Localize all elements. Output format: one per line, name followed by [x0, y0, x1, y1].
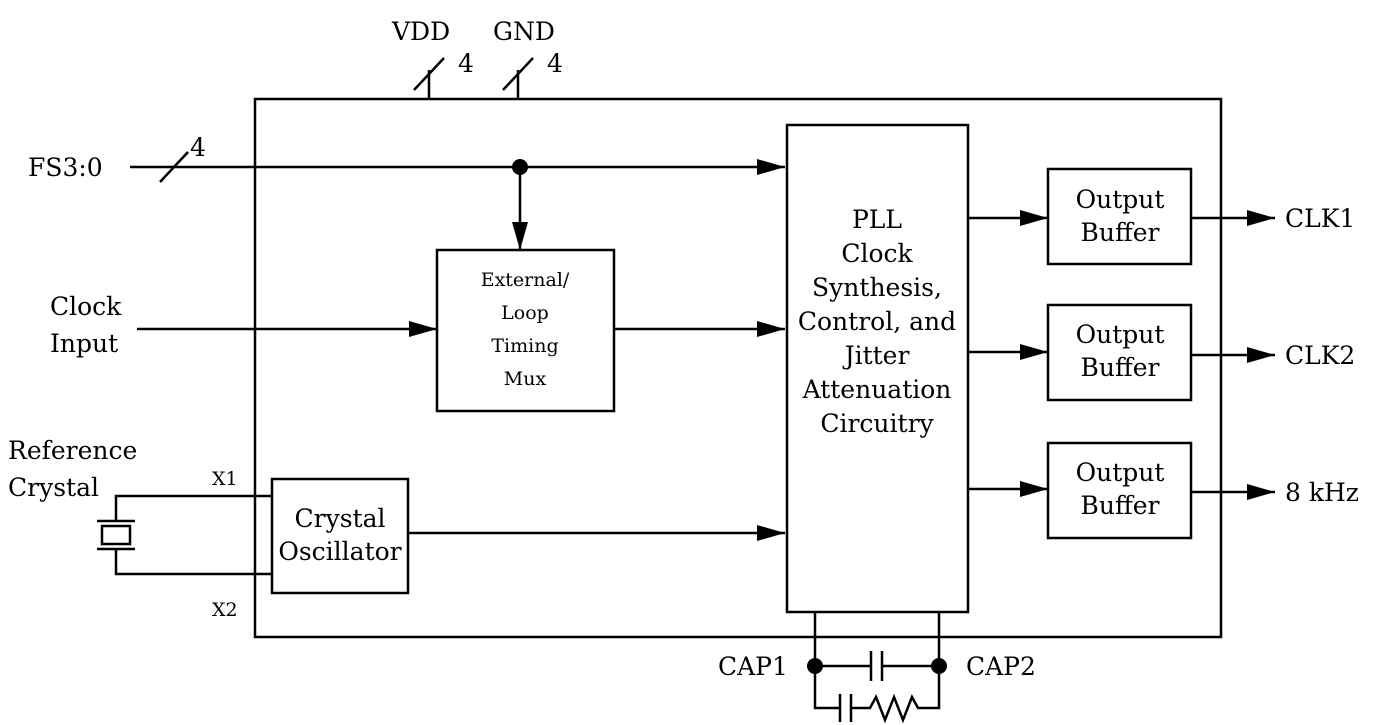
cap2-label: CAP2	[966, 652, 1036, 681]
clock-input-label-line1: Clock	[50, 292, 122, 321]
pll-text-7: Circuitry	[820, 409, 934, 438]
pll-text-3: Synthesis,	[812, 273, 942, 302]
buffer2-text-2: Buffer	[1081, 353, 1160, 382]
output-buffer-3-box	[1046, 441, 1193, 540]
power-pins: VDD GND 4 4	[391, 17, 563, 99]
oscillator-text-2: Oscillator	[278, 537, 401, 566]
rc-wire-left	[813, 666, 840, 710]
gnd-label: GND	[493, 17, 555, 46]
x2-wire	[114, 549, 272, 576]
gnd-bus-slash	[502, 57, 534, 91]
crystal-oscillator-block: Crystal Oscillator	[270, 477, 785, 595]
reference-crystal: Reference Crystal X1 X2	[8, 436, 272, 621]
pll-text-1: PLL	[852, 205, 902, 234]
mux-text-3: Timing	[491, 335, 558, 357]
fs-bus-slash	[159, 151, 189, 183]
pll-text-4: Control, and	[798, 307, 956, 336]
cap1-label: CAP1	[718, 652, 788, 681]
rc-resistor	[851, 666, 941, 724]
vdd-count: 4	[458, 49, 474, 78]
crystal-element	[100, 524, 132, 546]
x1-label: X1	[212, 468, 238, 490]
vdd-bus-slash	[413, 57, 445, 91]
pll-box	[785, 123, 970, 614]
buffer1-text-1: Output	[1076, 185, 1165, 214]
fs-count: 4	[190, 133, 206, 162]
crystal-oscillator-box	[270, 477, 410, 595]
fs-label: FS3:0	[28, 153, 103, 182]
clock-input-label-line2: Input	[50, 329, 118, 358]
fs-input: FS3:0 4	[28, 133, 785, 250]
mux-box	[435, 248, 616, 413]
crystal-label-line2: Crystal	[8, 473, 99, 502]
clk2-label: CLK2	[1285, 341, 1355, 370]
buffer3-text-1: Output	[1076, 458, 1165, 487]
output-buffer-1: Output Buffer CLK1	[968, 167, 1355, 266]
output-buffer-2: Output Buffer CLK2	[968, 303, 1355, 402]
output-buffer-3: Output Buffer 8 kHz	[968, 441, 1359, 540]
buffer2-text-1: Output	[1076, 320, 1165, 349]
pll-block: PLL Clock Synthesis, Control, and Jitter…	[785, 123, 970, 614]
clk1-label: CLK1	[1285, 204, 1355, 233]
mux-text-2: Loop	[501, 302, 549, 324]
mux-block: External/ Loop Timing Mux	[435, 248, 785, 413]
x1-wire	[114, 494, 272, 521]
buffer1-text-2: Buffer	[1081, 218, 1160, 247]
clock-input: Clock Input	[50, 292, 437, 358]
output-buffer-2-box	[1046, 303, 1193, 402]
x2-label: X2	[212, 599, 238, 621]
pll-text-6: Attenuation	[802, 375, 952, 404]
crystal-label-line1: Reference	[8, 436, 137, 465]
pll-text-5: Jitter	[842, 341, 910, 370]
mux-text-1: External/	[481, 269, 570, 291]
buffer3-text-2: Buffer	[1081, 491, 1160, 520]
gnd-count: 4	[547, 49, 563, 78]
oscillator-text-1: Crystal	[295, 504, 386, 533]
vdd-label: VDD	[391, 17, 450, 46]
output-buffer-1-box	[1046, 167, 1193, 266]
8khz-label: 8 kHz	[1285, 478, 1359, 507]
mux-text-4: Mux	[504, 368, 547, 390]
loop-filter: CAP1 CAP2	[718, 612, 1036, 724]
pll-text-2: Clock	[841, 239, 913, 268]
